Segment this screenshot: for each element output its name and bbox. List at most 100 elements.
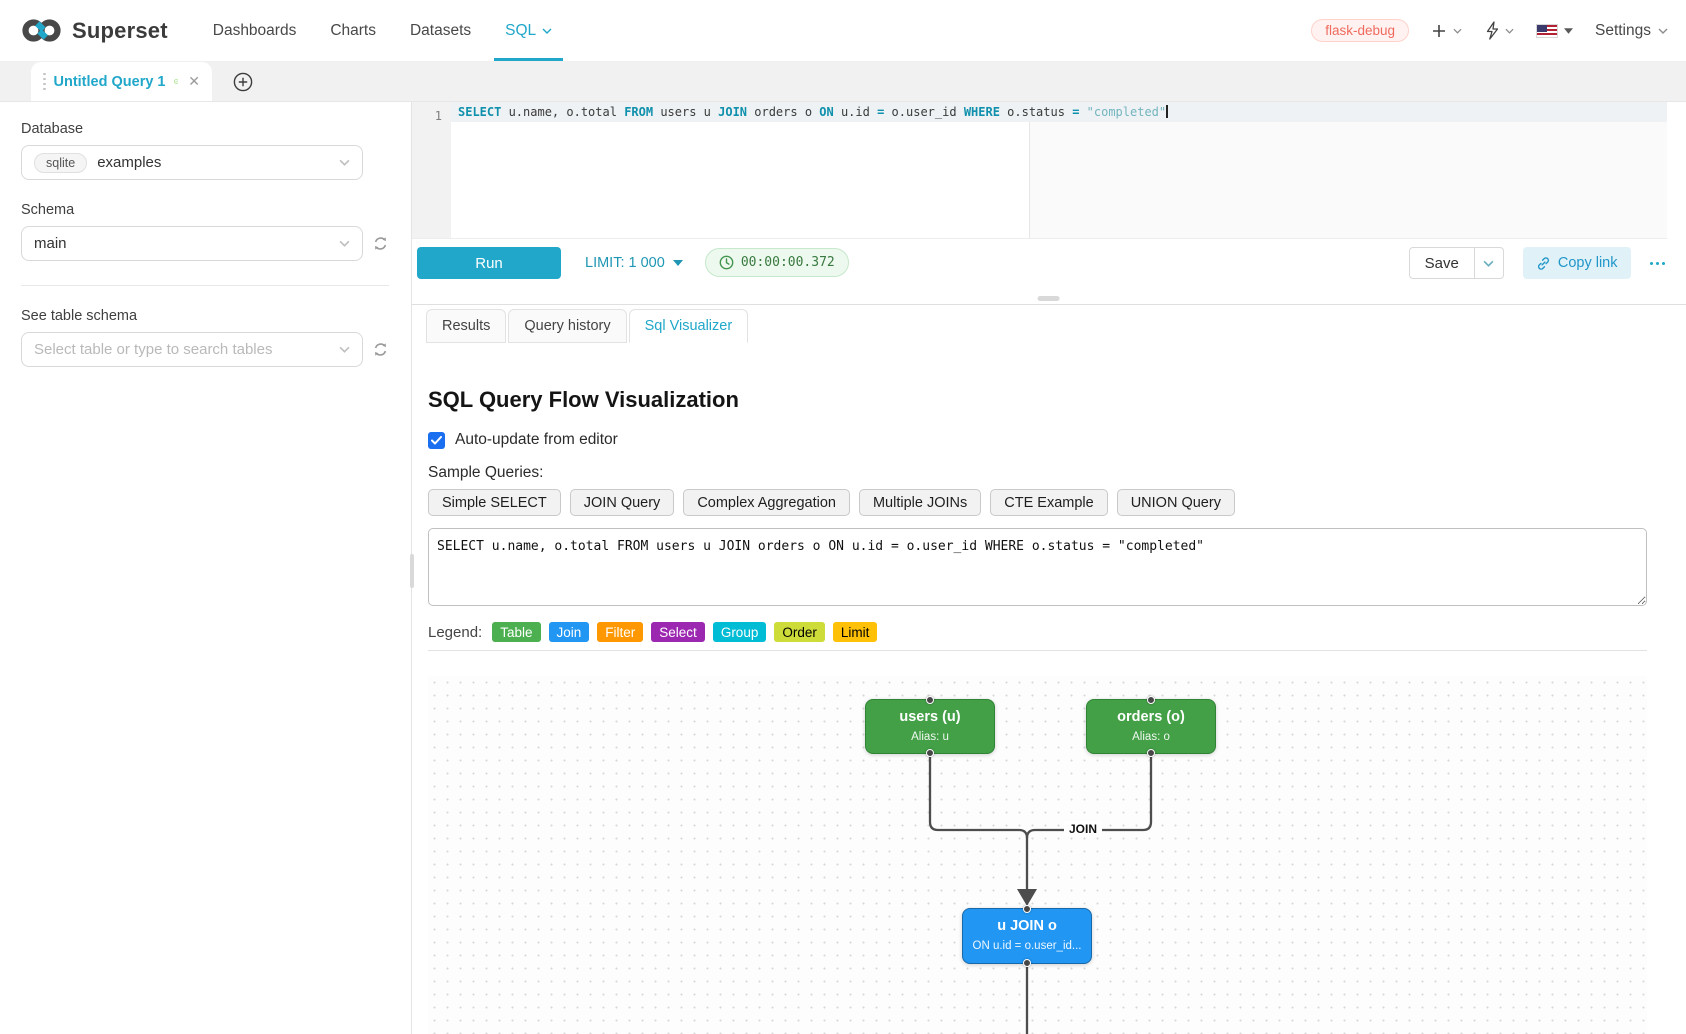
database-label: Database xyxy=(21,121,411,137)
language-picker[interactable] xyxy=(1536,24,1573,38)
save-button[interactable]: Save xyxy=(1409,247,1475,279)
table-select[interactable]: Select table or type to search tables xyxy=(21,332,363,367)
query-tabstrip: Untitled Query 1 ✕ xyxy=(0,62,1686,102)
node-handle-top[interactable] xyxy=(1147,696,1155,704)
tab-results[interactable]: Results xyxy=(426,309,506,343)
chevron-down-icon xyxy=(339,346,350,353)
plus-circle-icon xyxy=(233,72,253,92)
chevron-down-icon xyxy=(1483,260,1494,267)
us-flag-icon xyxy=(1536,24,1558,38)
sample-btn-cte-example[interactable]: CTE Example xyxy=(990,489,1107,516)
refresh-schemas-icon[interactable] xyxy=(372,235,389,252)
legend-badge-join: Join xyxy=(549,622,590,642)
editor-gutter: 1 xyxy=(412,102,451,238)
schema-select[interactable]: main xyxy=(21,226,363,261)
node-handle-bottom[interactable] xyxy=(926,749,934,757)
sql-code-text: SELECT u.name, o.total FROM users u JOIN… xyxy=(458,105,1166,119)
node-handle-top[interactable] xyxy=(926,696,934,704)
table-schema-label: See table schema xyxy=(21,308,411,324)
sample-query-buttons: Simple SELECT JOIN Query Complex Aggrega… xyxy=(428,489,1648,516)
sample-btn-complex-aggregation[interactable]: Complex Aggregation xyxy=(683,489,850,516)
caret-down-icon xyxy=(673,260,683,266)
tab-drag-grip-icon[interactable] xyxy=(43,73,46,91)
sql-editor[interactable]: 1 SELECT u.name, o.total FROM users u JO… xyxy=(412,102,1667,239)
query-search-menu[interactable] xyxy=(1484,21,1514,40)
query-timer-badge: 00:00:00.372 xyxy=(705,248,849,277)
sql-visualizer-panel: SQL Query Flow Visualization Auto-update… xyxy=(412,343,1686,1034)
nav-item-datasets[interactable]: Datasets xyxy=(393,0,488,61)
text-cursor xyxy=(1166,105,1168,118)
auto-update-checkbox[interactable] xyxy=(428,432,445,449)
query-flow-canvas[interactable]: JOIN users (u) Alias: u orders (o) Alias… xyxy=(428,676,1647,1034)
link-icon xyxy=(1536,256,1551,271)
sql-workspace: 1 SELECT u.name, o.total FROM users u JO… xyxy=(412,102,1686,1034)
sample-btn-join-query[interactable]: JOIN Query xyxy=(570,489,675,516)
flow-node-orders[interactable]: orders (o) Alias: o xyxy=(1086,699,1216,754)
legend-label: Legend: xyxy=(428,624,482,641)
plus-icon xyxy=(1431,23,1447,39)
more-actions-button[interactable] xyxy=(1648,256,1668,272)
schema-select-value: main xyxy=(34,235,329,252)
pane-divider xyxy=(412,304,1686,305)
sidebar-divider xyxy=(21,285,389,286)
run-query-button[interactable]: Run xyxy=(417,247,561,279)
nav-item-charts[interactable]: Charts xyxy=(313,0,393,61)
database-select-value: examples xyxy=(97,154,329,171)
brand-name: Superset xyxy=(72,18,168,44)
flow-node-users[interactable]: users (u) Alias: u xyxy=(865,699,995,754)
sql-code-line[interactable]: SELECT u.name, o.total FROM users u JOIN… xyxy=(451,102,1667,122)
close-tab-icon[interactable]: ✕ xyxy=(188,73,200,90)
environment-tag: flask-debug xyxy=(1311,19,1409,42)
node-handle-bottom[interactable] xyxy=(1147,749,1155,757)
primary-nav: Dashboards Charts Datasets SQL xyxy=(196,0,569,61)
legend-badge-group: Group xyxy=(713,622,767,642)
nav-item-sql[interactable]: SQL xyxy=(488,0,569,61)
south-pane-drag-handle[interactable] xyxy=(1038,296,1060,301)
editor-print-margin xyxy=(1029,102,1667,238)
database-select[interactable]: sqlite examples xyxy=(21,145,363,180)
new-query-tab-button[interactable] xyxy=(222,62,264,101)
visualizer-query-input[interactable]: SELECT u.name, o.total FROM users u JOIN… xyxy=(428,528,1647,606)
chevron-down-icon xyxy=(542,28,552,34)
panel-divider xyxy=(428,650,1647,651)
editor-toolbar: Run LIMIT: 1 000 00:00:00.372 Save xyxy=(412,239,1686,304)
editor-code-area[interactable]: SELECT u.name, o.total FROM users u JOIN… xyxy=(451,102,1667,238)
table-select-placeholder: Select table or type to search tables xyxy=(34,341,329,358)
chevron-down-icon xyxy=(1505,28,1514,34)
query-tab-title: Untitled Query 1 xyxy=(54,74,166,90)
auto-update-label: Auto-update from editor xyxy=(455,431,618,449)
sidebar-resize-handle[interactable] xyxy=(410,554,414,588)
database-engine-badge: sqlite xyxy=(34,153,87,173)
line-number: 1 xyxy=(412,106,442,126)
settings-menu[interactable]: Settings xyxy=(1595,22,1668,40)
new-item-menu[interactable] xyxy=(1431,23,1462,39)
copy-link-button[interactable]: Copy link xyxy=(1523,247,1631,279)
sample-btn-simple-select[interactable]: Simple SELECT xyxy=(428,489,561,516)
query-tab-active[interactable]: Untitled Query 1 ✕ xyxy=(31,62,212,101)
top-navbar: Superset Dashboards Charts Datasets SQL … xyxy=(0,0,1686,62)
schema-label: Schema xyxy=(21,202,411,218)
caret-down-icon xyxy=(1564,28,1573,34)
sample-btn-multiple-joins[interactable]: Multiple JOINs xyxy=(859,489,981,516)
refresh-tables-icon[interactable] xyxy=(372,341,389,358)
superset-brand[interactable]: Superset xyxy=(21,0,168,61)
legend-badge-select: Select xyxy=(651,622,705,642)
node-handle-bottom[interactable] xyxy=(1023,959,1031,967)
navbar-right: flask-debug Settings xyxy=(1311,0,1668,61)
tab-sql-visualizer[interactable]: Sql Visualizer xyxy=(629,309,749,343)
join-edge-label: JOIN xyxy=(1064,821,1102,837)
limit-dropdown[interactable]: LIMIT: 1 000 xyxy=(585,247,683,279)
lightning-icon xyxy=(1484,21,1499,40)
tab-query-history[interactable]: Query history xyxy=(508,309,626,343)
sample-btn-union-query[interactable]: UNION Query xyxy=(1117,489,1235,516)
legend-badge-filter: Filter xyxy=(597,622,643,642)
chevron-down-icon xyxy=(1453,28,1462,34)
legend-badge-order: Order xyxy=(774,622,825,642)
save-options-button[interactable] xyxy=(1475,247,1504,279)
check-icon xyxy=(431,436,442,445)
node-handle-top[interactable] xyxy=(1023,905,1031,913)
flow-node-join[interactable]: u JOIN o ON u.id = o.user_id... xyxy=(962,908,1092,964)
sql-lab-sidebar: Database sqlite examples Schema main See… xyxy=(0,102,412,1034)
legend-badges: TableJoinFilterSelectGroupOrderLimit xyxy=(492,622,877,642)
nav-item-dashboards[interactable]: Dashboards xyxy=(196,0,314,61)
